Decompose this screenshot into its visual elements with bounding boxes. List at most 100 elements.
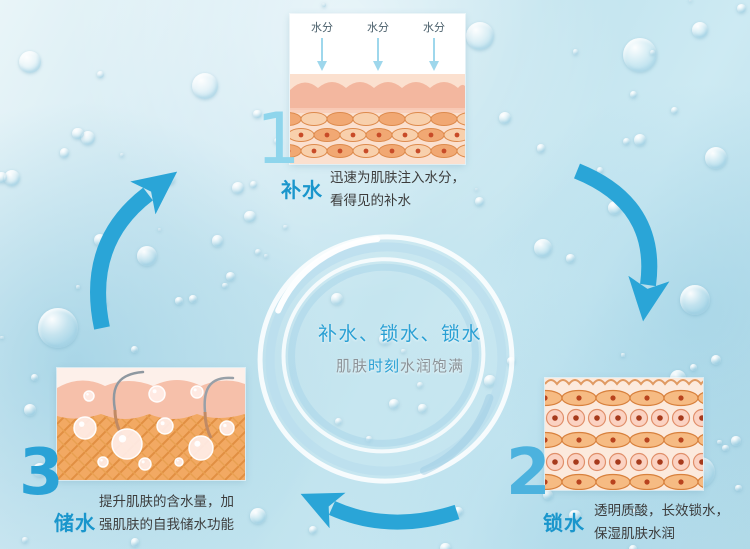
water-droplet-icon: [705, 147, 727, 169]
water-droplet-icon: [474, 196, 484, 206]
water-droplet-icon: [596, 167, 604, 175]
water-droplet-icon: [417, 382, 424, 389]
water-droplet-icon: [175, 297, 183, 305]
water-droplet-icon: [692, 22, 708, 38]
water-droplet-icon: [730, 436, 741, 446]
water-droplet-icon: [189, 295, 197, 303]
moisture-label: 水分: [423, 21, 445, 34]
water-droplet-icon: [192, 73, 218, 99]
water-droplet-icon: [628, 544, 637, 549]
step-3-description: 提升肌肤的含水量，加强肌肤的自我储水功能: [99, 494, 234, 533]
step-2-number: 2: [506, 436, 551, 510]
water-droplet-icon: [0, 335, 4, 339]
water-droplet-icon: [735, 484, 743, 492]
water-droplet-icon: [453, 506, 463, 517]
water-droplet-icon: [59, 148, 70, 159]
moisture-arrows-icon: [317, 38, 439, 71]
skin-diagram-replenish: 水分 水分 水分: [290, 14, 465, 164]
water-droplet-icon: [308, 525, 318, 535]
water-droplet-icon: [19, 51, 41, 73]
water-droplet-icon: [157, 227, 162, 231]
water-droplet-icon: [72, 128, 84, 140]
water-droplet-icon: [225, 272, 235, 282]
arrow-replenish-to-lock-icon: [573, 163, 670, 322]
water-droplet-icon: [418, 404, 427, 413]
water-droplet-icon: [566, 254, 575, 263]
skin-diagram-store: [57, 368, 245, 480]
step-1-description: 迅速为肌肤注入水分，看得见的补水: [330, 170, 465, 209]
water-droplet-icon: [631, 509, 637, 515]
step-2-label: 锁水: [543, 511, 585, 535]
water-droplet-icon: [629, 90, 637, 98]
water-droplet-icon: [536, 144, 546, 153]
water-droplet-icon: [38, 308, 78, 348]
water-droplet-icon: [378, 333, 391, 346]
water-droplet-icon: [542, 489, 554, 501]
step-2-description: 透明质酸，长效锁水，保湿肌肤水润: [594, 503, 729, 542]
water-droplet-icon: [440, 543, 451, 549]
water-droplet-icon: [634, 134, 646, 146]
water-droplet-icon: [283, 224, 289, 230]
water-droplet-icon: [466, 22, 494, 50]
step-3-number: 3: [19, 436, 64, 510]
water-droplet-icon: [680, 285, 710, 315]
water-droplet-icon: [137, 246, 157, 266]
water-droplet-icon: [722, 444, 729, 451]
water-droplet-icon: [24, 404, 36, 416]
water-droplet-icon: [0, 172, 7, 183]
water-droplet-icon: [76, 285, 81, 289]
center-caption: 补水、锁水、锁水 肌肤时刻水润饱满: [286, 319, 514, 376]
water-droplet-icon: [222, 282, 228, 289]
water-droplet-icon: [264, 254, 269, 258]
hair-icon: [112, 370, 145, 412]
water-droplet-icon: [475, 187, 479, 191]
water-droplet-icon: [211, 235, 223, 247]
water-droplet-icon: [717, 439, 723, 445]
moisture-label: 水分: [367, 21, 389, 34]
water-droplet-icon: [711, 354, 722, 365]
water-droplet-icon: [736, 4, 746, 14]
water-droplet-icon: [130, 346, 138, 354]
water-droplet-icon: [120, 153, 124, 157]
water-droplet-icon: [499, 112, 511, 124]
arrow-lock-to-store-icon: [300, 492, 460, 530]
water-droplet-icon: [483, 374, 496, 387]
caption-line2: 肌肤时刻水润饱满: [335, 357, 465, 375]
water-droplet-icon: [31, 374, 39, 382]
water-droplet-icon: [670, 107, 678, 115]
water-droplet-icon: [572, 49, 579, 55]
water-droplet-icon: [274, 138, 281, 145]
water-droplet-icon: [401, 348, 406, 354]
water-droplet-icon: [249, 180, 257, 188]
water-droplet-icon: [22, 537, 28, 543]
water-droplet-icon: [534, 239, 552, 257]
hair-icon: [203, 376, 235, 414]
arrow-store-to-replenish-icon: [90, 171, 178, 330]
water-droplet-icon: [331, 293, 343, 305]
water-droplet-icon: [689, 363, 697, 371]
water-droplet-icon: [4, 170, 20, 186]
step-1-label: 补水: [281, 178, 323, 202]
skin-diagram-lock: [545, 378, 703, 490]
step-3-label: 储水: [54, 511, 96, 535]
water-droplet-icon: [688, 0, 692, 2]
water-droplet-icon: [335, 418, 343, 426]
water-droplet-icon: [649, 49, 656, 56]
water-droplet-icon: [232, 182, 244, 194]
moisture-label: 水分: [311, 21, 333, 34]
water-ring: [257, 234, 515, 484]
water-droplet-icon: [623, 38, 657, 72]
water-droplet-icon: [569, 509, 581, 522]
water-droplet-icon: [130, 538, 140, 547]
water-droplet-icon: [244, 210, 256, 223]
water-droplet-icon: [322, 3, 326, 7]
water-droplet-icon: [255, 249, 262, 256]
water-droplet-icon: [389, 398, 399, 409]
water-droplet-icon: [97, 71, 104, 78]
water-droplet-icon: [253, 109, 262, 119]
water-droplet-icon: [250, 508, 266, 524]
water-droplet-icon: [621, 353, 625, 357]
caption-line1: 补水、锁水、锁水: [317, 323, 482, 345]
